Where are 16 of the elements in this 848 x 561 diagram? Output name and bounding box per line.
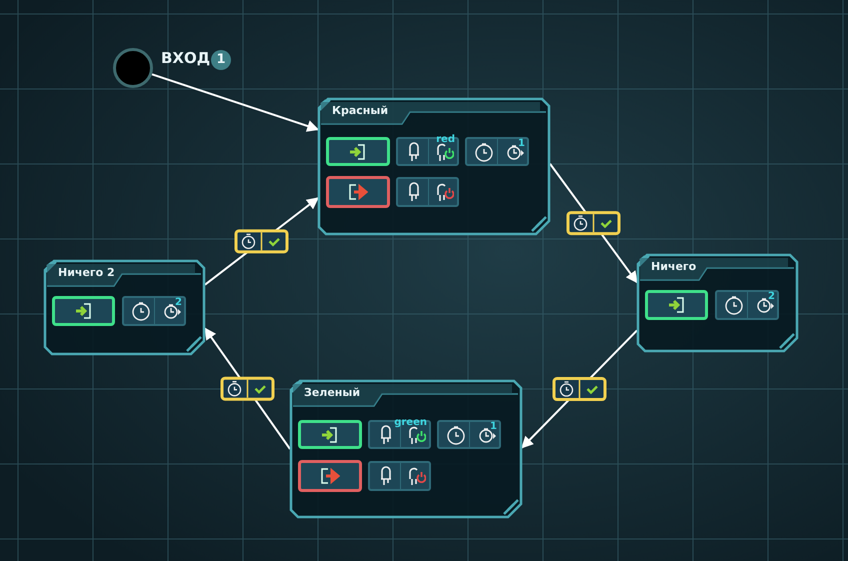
transition-arrow: [152, 73, 320, 132]
color-label: red: [436, 135, 455, 145]
state-title: Зеленый: [304, 386, 360, 399]
state-title: Ничего 2: [58, 266, 115, 279]
counter-number: 2: [175, 298, 182, 308]
counter-number: 2: [768, 292, 775, 302]
state-box: [637, 254, 798, 352]
entry-label: ВХОД: [161, 49, 210, 67]
state-box: [44, 260, 205, 355]
state-box: [290, 380, 522, 518]
color-label: green: [394, 418, 427, 428]
state-title: Ничего: [651, 260, 696, 273]
counter-number: 1: [518, 139, 525, 149]
counter-number: 1: [490, 422, 497, 432]
state-title: Красный: [332, 104, 388, 117]
state-box: [318, 98, 550, 235]
